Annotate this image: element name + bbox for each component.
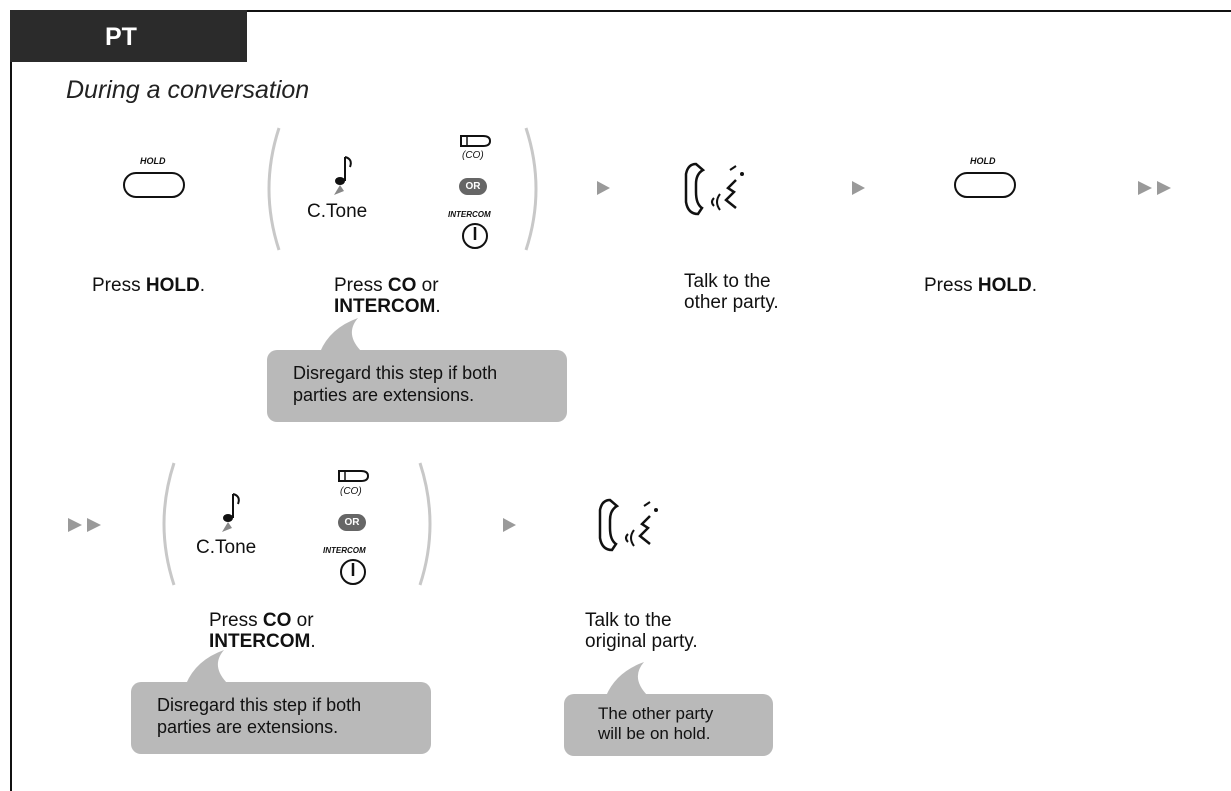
- co-key-caption: (CO): [462, 150, 484, 161]
- left-paren-icon: [267, 127, 281, 251]
- intercom-key-icon: [340, 559, 366, 585]
- note3-callout: The other party will be on hold.: [564, 694, 773, 756]
- frame-top-border: [10, 10, 1231, 12]
- music-note-icon: [334, 156, 352, 195]
- pt-tab: PT: [10, 10, 247, 62]
- note3-line2: will be on hold.: [598, 724, 711, 743]
- or-badge: OR: [459, 178, 487, 195]
- note1-line1: Disregard this step if both: [293, 363, 498, 383]
- arrow-right-icon: [852, 181, 865, 195]
- note3-line1: The other party: [598, 704, 714, 723]
- music-note-icon: [222, 493, 240, 532]
- step1-label: Press HOLD.: [92, 275, 205, 296]
- note1-callout: Disregard this step if both parties are …: [267, 350, 567, 422]
- co-key-icon: [460, 135, 492, 147]
- left-paren-icon: [162, 462, 176, 586]
- step4-label: Press HOLD.: [924, 275, 1037, 296]
- co-key-caption: (CO): [340, 486, 362, 497]
- note2-line1: Disregard this step if both: [157, 695, 362, 715]
- hold-key-icon: [123, 172, 185, 198]
- ctone-label: C.Tone: [196, 537, 257, 558]
- intercom-key-caption: INTERCOM: [448, 210, 491, 219]
- hold-key-caption-2: HOLD: [970, 156, 996, 166]
- frame-left-border: [10, 10, 12, 791]
- arrow-right-icon: [503, 518, 516, 532]
- or-badge: OR: [338, 514, 366, 531]
- hold-key-caption: HOLD: [140, 156, 166, 166]
- note3-pointer: [606, 662, 648, 696]
- note1-line2: parties are extensions.: [293, 385, 475, 405]
- double-arrow-icon: [1138, 181, 1171, 195]
- intercom-key-caption: INTERCOM: [323, 546, 366, 555]
- page-subtitle: During a conversation: [66, 76, 310, 104]
- right-paren-icon: [418, 462, 432, 586]
- co-key-icon: [338, 470, 370, 482]
- note2-line2: parties are extensions.: [157, 717, 339, 737]
- note1-pointer: [320, 318, 362, 352]
- arrow-right-icon: [597, 181, 610, 195]
- note2-callout: Disregard this step if both parties are …: [131, 682, 431, 754]
- intercom-key-icon: [462, 223, 488, 249]
- hold-key-icon: [954, 172, 1016, 198]
- note2-pointer: [186, 650, 228, 684]
- handset-talking-icon: [598, 498, 658, 552]
- right-paren-icon: [524, 127, 538, 251]
- handset-talking-icon: [684, 162, 744, 216]
- ctone-label: C.Tone: [307, 201, 368, 222]
- double-arrow-icon: [68, 518, 101, 532]
